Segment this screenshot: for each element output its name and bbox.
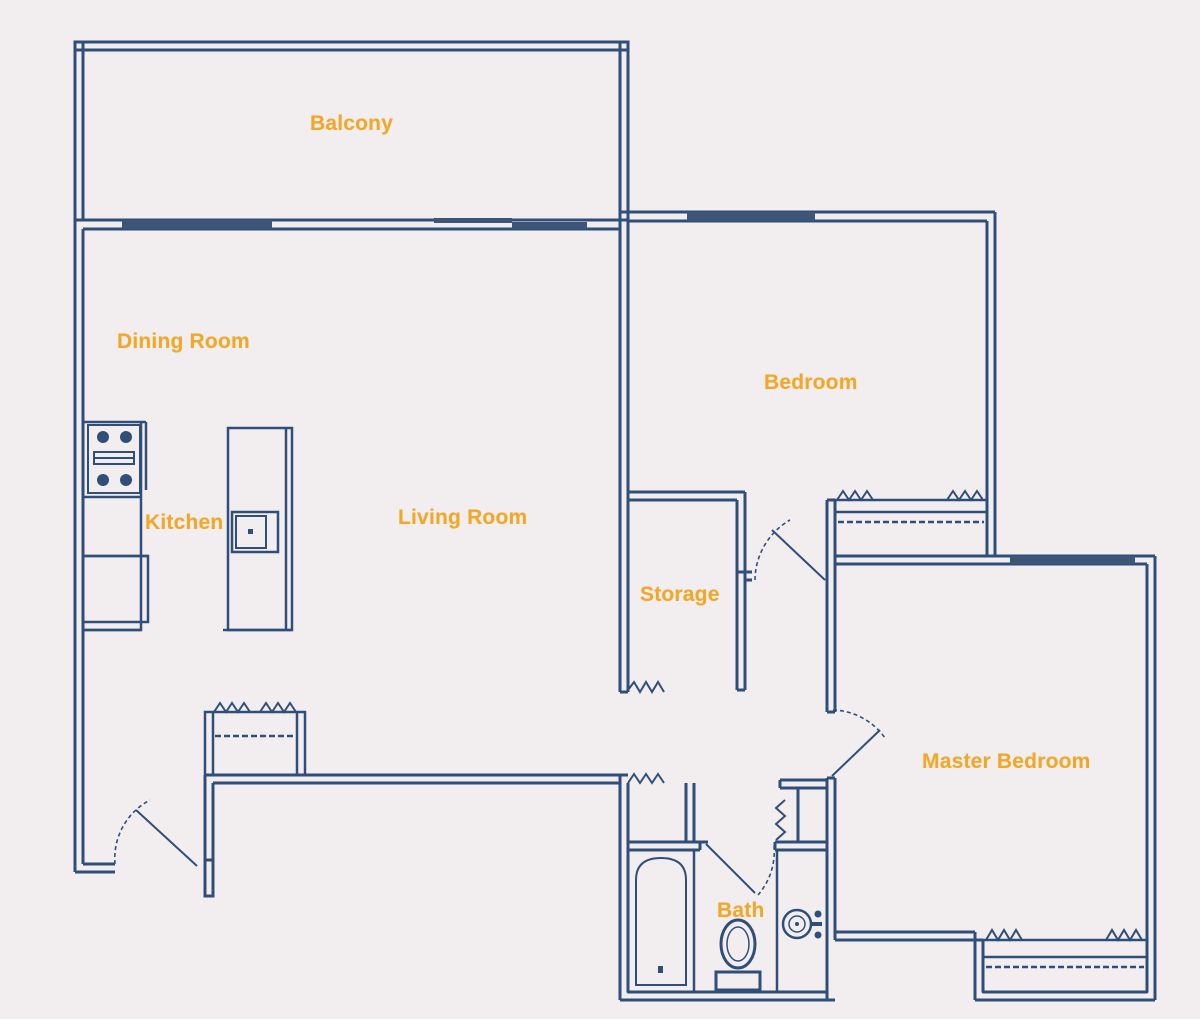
bedroom-closet bbox=[833, 489, 989, 558]
room-label-master-bedroom: Master Bedroom bbox=[922, 750, 1091, 773]
stove-icon bbox=[87, 424, 141, 494]
living-closet bbox=[203, 701, 307, 777]
room-label-living-room: Living Room bbox=[398, 506, 528, 529]
entry-door-icon bbox=[113, 799, 198, 867]
master-closet bbox=[981, 928, 1149, 994]
windows bbox=[122, 212, 1135, 564]
kitchen-counter bbox=[81, 420, 150, 632]
room-label-dining-room: Dining Room bbox=[117, 330, 250, 353]
toilet-icon bbox=[714, 918, 762, 992]
bathtub-icon bbox=[626, 848, 696, 994]
master-door-icon bbox=[831, 709, 886, 777]
bedroom-door-icon bbox=[754, 519, 826, 581]
room-label-storage: Storage bbox=[640, 583, 720, 606]
bath-door-icon bbox=[705, 843, 776, 896]
room-label-bath: Bath bbox=[717, 899, 765, 922]
storage-opening bbox=[627, 680, 665, 694]
main-walls bbox=[73, 210, 1157, 1002]
room-label-kitchen: Kitchen bbox=[145, 511, 224, 534]
sink-icon bbox=[230, 510, 280, 554]
room-label-balcony: Balcony bbox=[310, 112, 394, 135]
room-label-bedroom: Bedroom bbox=[764, 371, 858, 394]
vanity-sink-icon bbox=[775, 848, 829, 994]
bath-closet-opening bbox=[627, 772, 787, 841]
kitchen-island bbox=[223, 426, 294, 632]
